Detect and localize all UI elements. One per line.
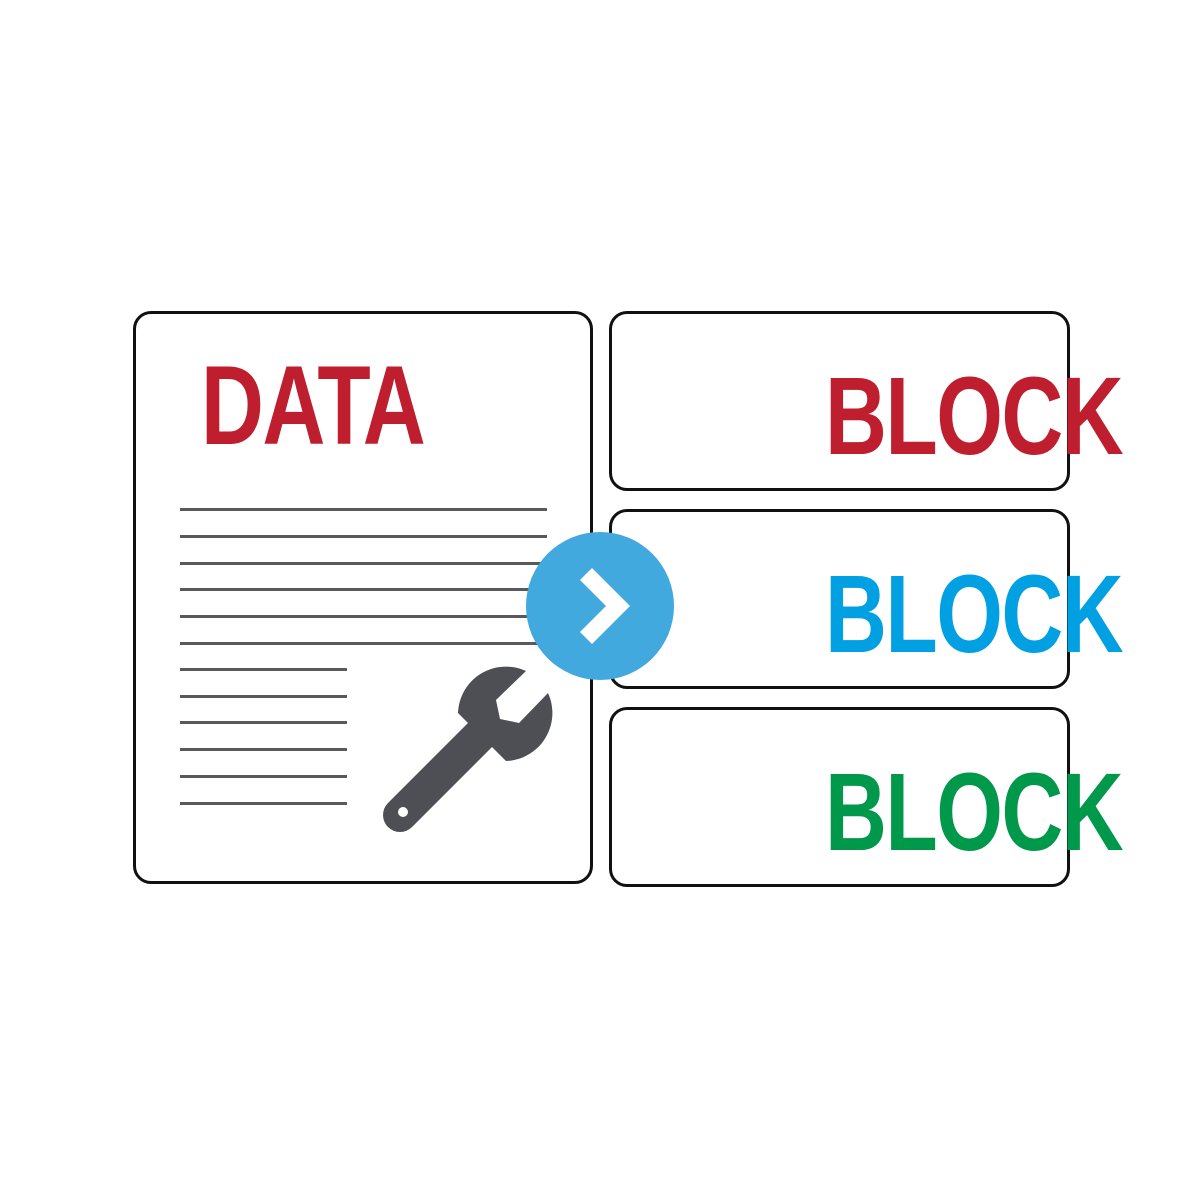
document-title: DATA	[200, 343, 426, 468]
document-text-line	[180, 721, 347, 724]
document-text-line	[180, 535, 547, 538]
block-label-2: BLOCK	[824, 553, 1124, 676]
document-text-line	[180, 562, 547, 565]
block-label-3: BLOCK	[824, 751, 1124, 874]
document-text-line	[180, 615, 547, 618]
block-label-1: BLOCK	[824, 355, 1124, 478]
document-text-line	[180, 668, 347, 671]
block-card-1	[609, 311, 1070, 491]
document-text-line	[180, 775, 347, 778]
arrow-button-circle[interactable]	[526, 532, 674, 680]
arrow-button[interactable]	[526, 532, 674, 680]
document-text-line	[180, 508, 547, 511]
document-text-line	[180, 748, 347, 751]
document-card	[133, 311, 593, 884]
document-text-line	[180, 642, 547, 645]
wrench-icon	[383, 666, 553, 832]
chevron-right-icon	[579, 567, 631, 645]
document-text-line	[180, 802, 347, 805]
block-card-3	[609, 707, 1070, 887]
document-text-line	[180, 588, 547, 591]
wrench-hole	[398, 807, 408, 817]
document-text-line	[180, 695, 347, 698]
